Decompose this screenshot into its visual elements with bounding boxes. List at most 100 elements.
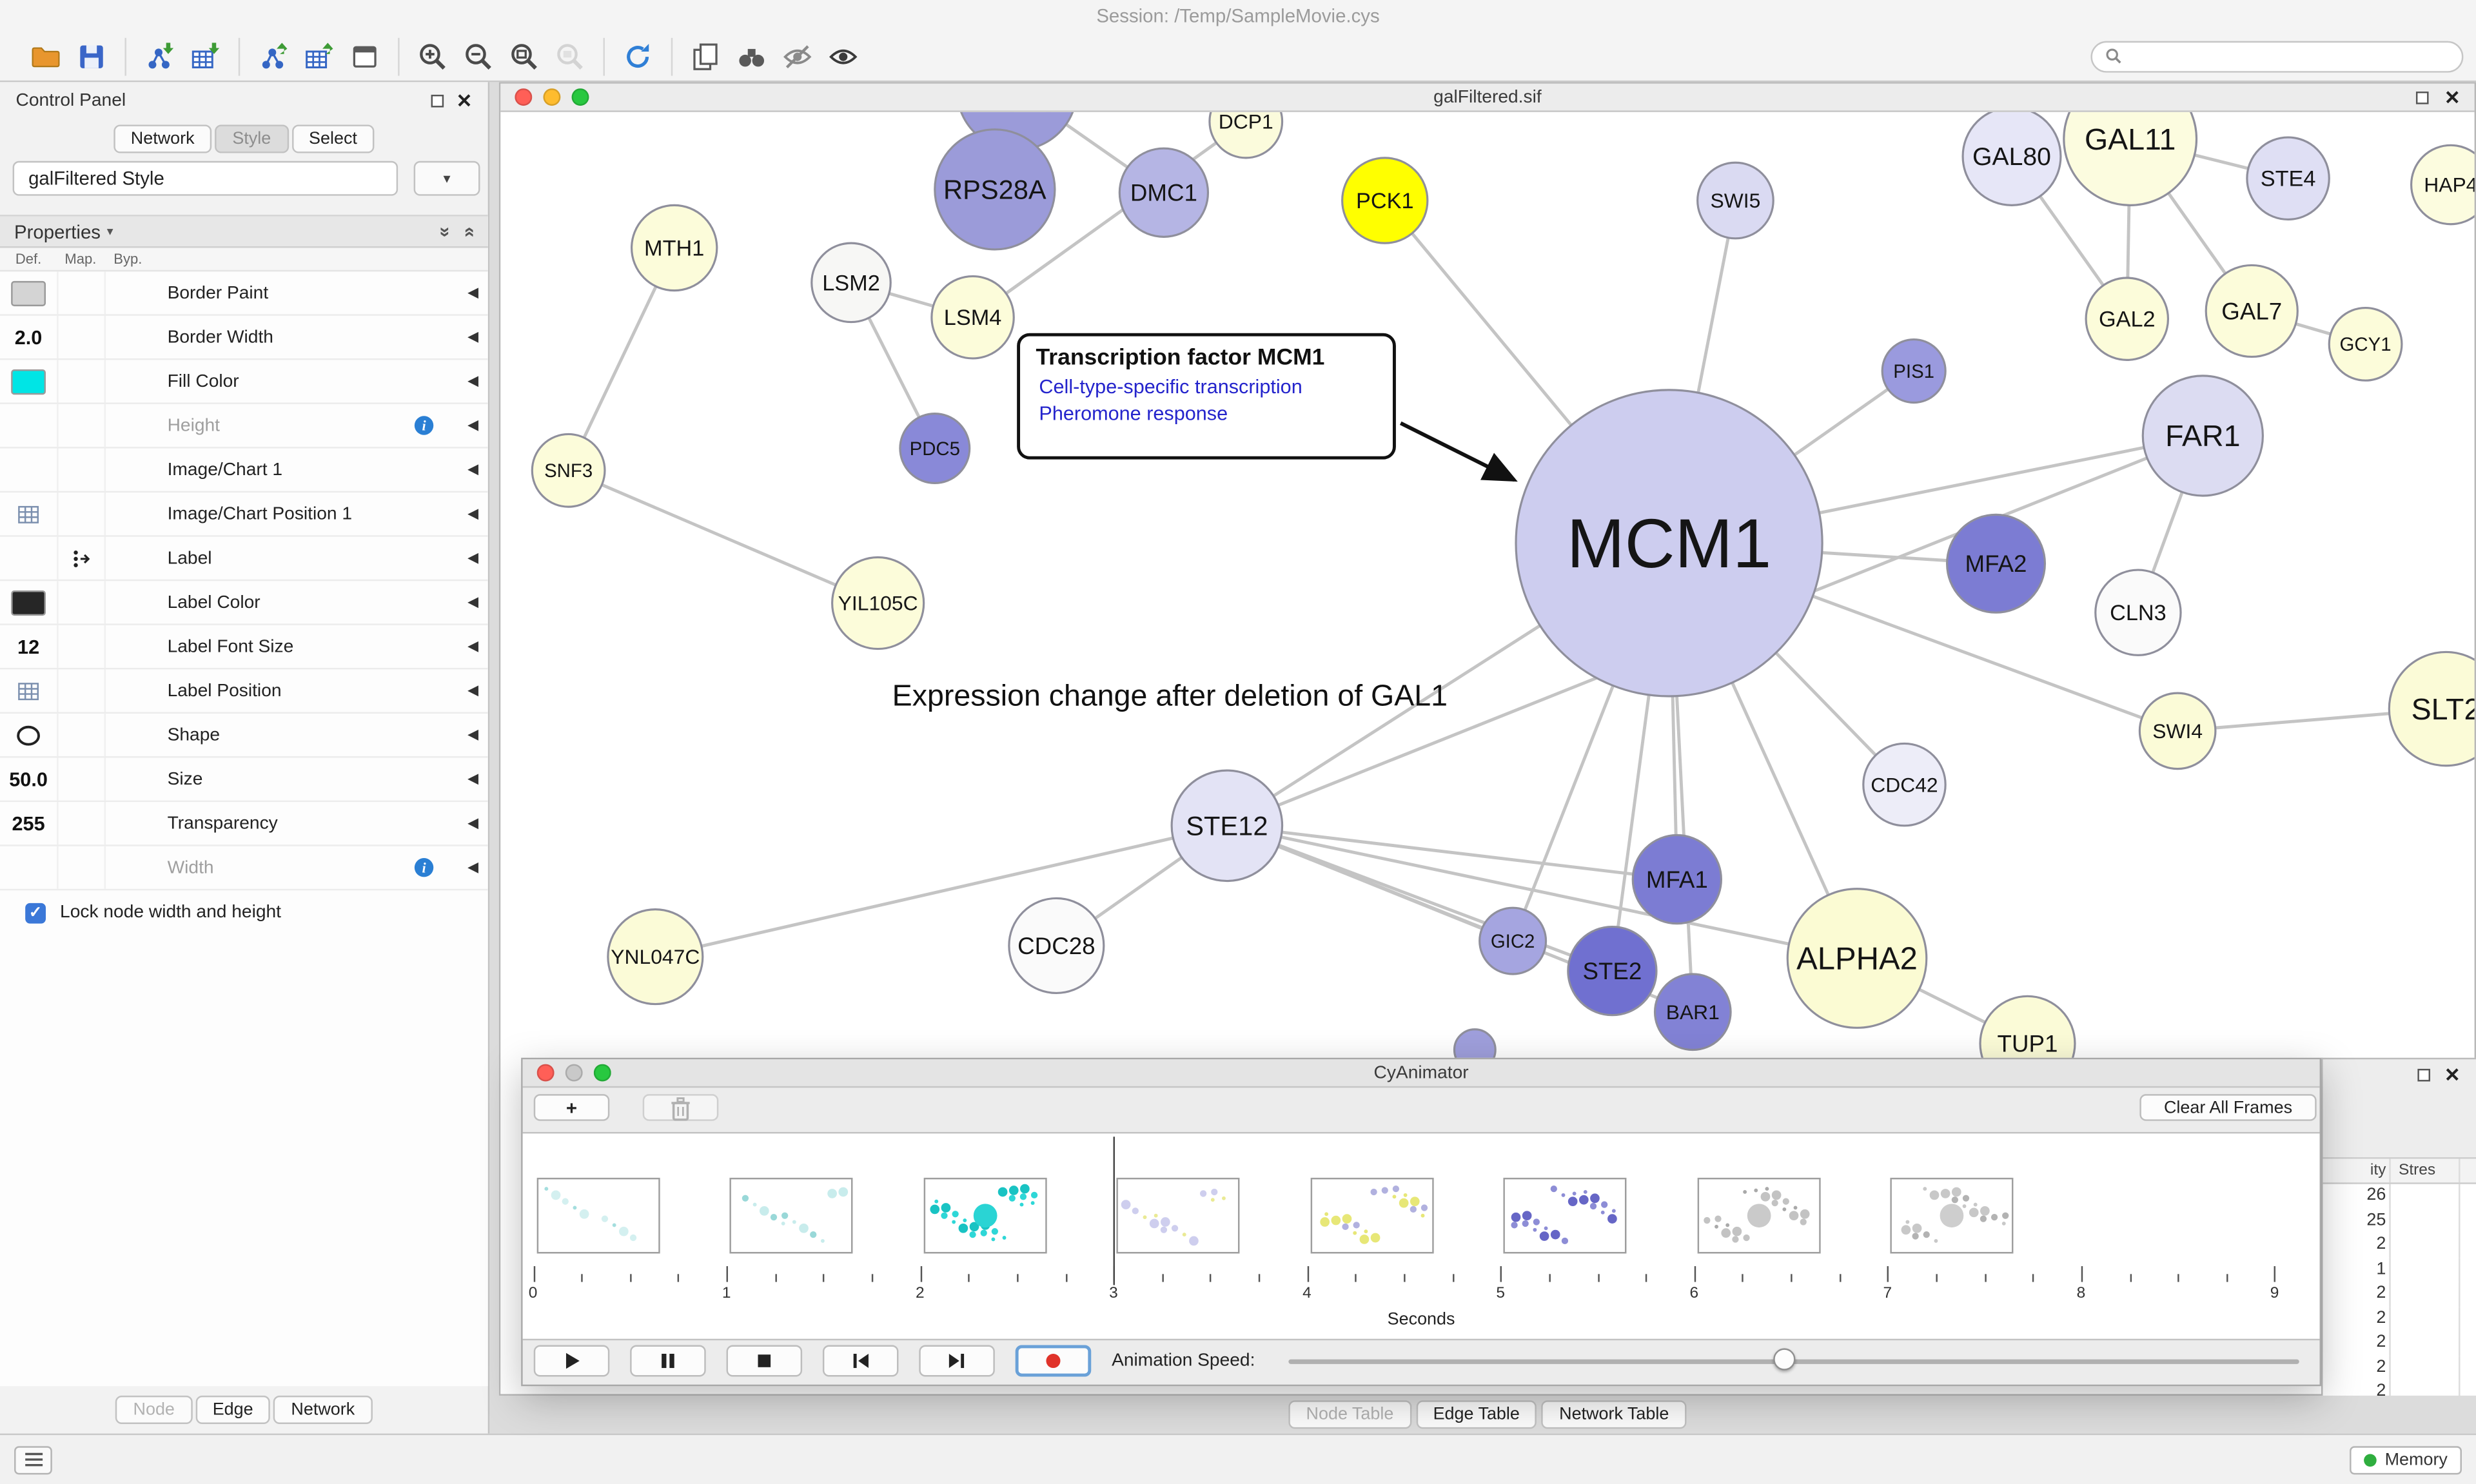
mapping-cell[interactable]	[57, 669, 104, 712]
frame-thumbnail-5[interactable]	[1504, 1177, 1627, 1254]
expand-row-icon[interactable]: ◀	[467, 726, 479, 743]
bypass-cell[interactable]	[104, 802, 152, 845]
mapping-cell[interactable]	[57, 360, 104, 403]
tab-network[interactable]: Network	[113, 124, 212, 153]
edge-snf3-yil105c[interactable]	[567, 469, 879, 605]
zoom-animator-dot[interactable]	[593, 1064, 611, 1082]
node-bar1[interactable]: BAR1	[1653, 973, 1732, 1051]
float-panel-icon[interactable]	[431, 94, 444, 108]
node-pck1[interactable]: PCK1	[1341, 157, 1429, 244]
node-cdc42[interactable]: CDC42	[1862, 742, 1947, 827]
style-options-button[interactable]: ▾	[413, 161, 480, 196]
bypass-cell[interactable]	[104, 625, 152, 668]
bypass-cell[interactable]	[104, 536, 152, 580]
results-table-row[interactable]: 2	[2323, 1331, 2476, 1356]
property-row-image-chart-position-1[interactable]: Image/Chart Position 1◀	[0, 493, 488, 537]
node-gal11[interactable]: GAL11	[2063, 112, 2198, 206]
mapping-cell[interactable]	[57, 315, 104, 358]
bypass-cell[interactable]	[104, 757, 152, 801]
color-swatch[interactable]	[11, 368, 46, 395]
results-table-row[interactable]: 2	[2323, 1233, 2476, 1258]
expand-row-icon[interactable]: ◀	[467, 593, 479, 610]
node-ste12[interactable]: STE12	[1170, 769, 1284, 883]
node-pis1[interactable]: PIS1	[1881, 338, 1947, 404]
node-swi5[interactable]: SWI5	[1696, 161, 1774, 240]
node-mth1[interactable]: MTH1	[631, 204, 718, 292]
node-mcm1[interactable]: MCM1	[1515, 389, 1823, 698]
node-dmc1[interactable]: DMC1	[1118, 147, 1210, 238]
animation-speed-handle[interactable]	[1773, 1348, 1795, 1371]
zoom-fit-icon[interactable]	[506, 37, 544, 75]
table-tab-network-table[interactable]: Network Table	[1542, 1400, 1687, 1429]
expand-row-icon[interactable]: ◀	[467, 859, 479, 875]
node-mfa2[interactable]: MFA2	[1946, 513, 2047, 614]
default-value-cell[interactable]: 50.0	[9, 768, 48, 790]
table-tab-edge-table[interactable]: Edge Table	[1415, 1400, 1537, 1429]
new-window-icon[interactable]	[346, 37, 384, 75]
edge-dcp1-lsm4[interactable]	[972, 120, 1247, 319]
property-row-fill-color[interactable]: Fill Color◀	[0, 360, 488, 404]
node-pdc5[interactable]: PDC5	[899, 413, 971, 484]
collapse-all-icon[interactable]: »	[434, 226, 457, 237]
expand-all-icon[interactable]: »	[457, 226, 480, 237]
info-icon[interactable]: i	[414, 415, 435, 436]
next-frame-button[interactable]	[919, 1345, 995, 1377]
bypass-cell[interactable]	[104, 271, 152, 315]
frame-thumbnail-0[interactable]	[536, 1177, 660, 1254]
node-hap4[interactable]: HAP4	[2410, 144, 2475, 226]
mapping-cell[interactable]	[57, 802, 104, 845]
frame-thumbnail-2[interactable]	[923, 1177, 1046, 1254]
node-cln3[interactable]: CLN3	[2094, 569, 2182, 656]
results-table-row[interactable]: 2	[2323, 1282, 2476, 1307]
property-row-border-paint[interactable]: Border Paint◀	[0, 271, 488, 316]
zoom-out-icon[interactable]	[460, 37, 498, 75]
pause-button[interactable]	[630, 1345, 706, 1377]
search-input[interactable]	[2130, 46, 2450, 66]
import-network-icon[interactable]	[141, 37, 179, 75]
bypass-cell[interactable]	[104, 404, 152, 447]
node-ynl047c[interactable]: YNL047C	[607, 908, 704, 1006]
expand-row-icon[interactable]: ◀	[467, 770, 479, 786]
node-gal7[interactable]: GAL7	[2205, 264, 2299, 358]
results-table-row[interactable]: 26	[2323, 1184, 2476, 1209]
default-value-cell[interactable]: 2.0	[14, 326, 43, 349]
node-gcy1[interactable]: GCY1	[2328, 306, 2403, 382]
node-rps28a[interactable]: RPS28A	[934, 128, 1056, 251]
tab-style[interactable]: Style	[215, 124, 289, 153]
expand-row-icon[interactable]: ◀	[467, 681, 479, 698]
node-lsm4[interactable]: LSM4	[930, 275, 1015, 360]
bypass-cell[interactable]	[104, 315, 152, 358]
info-icon[interactable]: i	[414, 857, 435, 878]
frame-thumbnail-1[interactable]	[729, 1177, 853, 1254]
node-gic2[interactable]: GIC2	[1479, 906, 1548, 975]
default-value-cell[interactable]: 12	[17, 635, 40, 658]
results-table-row[interactable]: 25	[2323, 1208, 2476, 1233]
zoom-in-icon[interactable]	[414, 37, 452, 75]
mapping-cell[interactable]	[57, 757, 104, 801]
memory-button[interactable]: Memory	[2350, 1445, 2462, 1474]
expand-row-icon[interactable]: ◀	[467, 549, 479, 565]
default-value-cell[interactable]: 255	[12, 812, 45, 835]
frame-thumbnail-4[interactable]	[1310, 1177, 1433, 1254]
clear-all-frames-button[interactable]: Clear All Frames	[2139, 1094, 2317, 1121]
frame-thumbnail-6[interactable]	[1697, 1177, 1821, 1254]
mapping-cell[interactable]	[57, 581, 104, 624]
bypass-cell[interactable]	[104, 669, 152, 712]
close-results-icon[interactable]: ✕	[2444, 1064, 2461, 1086]
frame-thumbnail-7[interactable]	[1891, 1177, 2014, 1254]
node-mfa1[interactable]: MFA1	[1631, 834, 1722, 925]
node-slt2[interactable]: SLT2	[2388, 650, 2475, 767]
default-value-cell[interactable]	[0, 589, 57, 615]
bypass-cell[interactable]	[104, 493, 152, 536]
expand-row-icon[interactable]: ◀	[467, 284, 479, 300]
show-all-icon[interactable]	[824, 37, 862, 75]
default-value-cell[interactable]	[0, 724, 57, 746]
color-swatch[interactable]	[11, 280, 46, 306]
canvas-caption[interactable]: Expression change after deletion of GAL1	[892, 680, 1448, 714]
minimize-window-dot[interactable]	[543, 88, 561, 106]
import-table-icon[interactable]	[186, 37, 224, 75]
